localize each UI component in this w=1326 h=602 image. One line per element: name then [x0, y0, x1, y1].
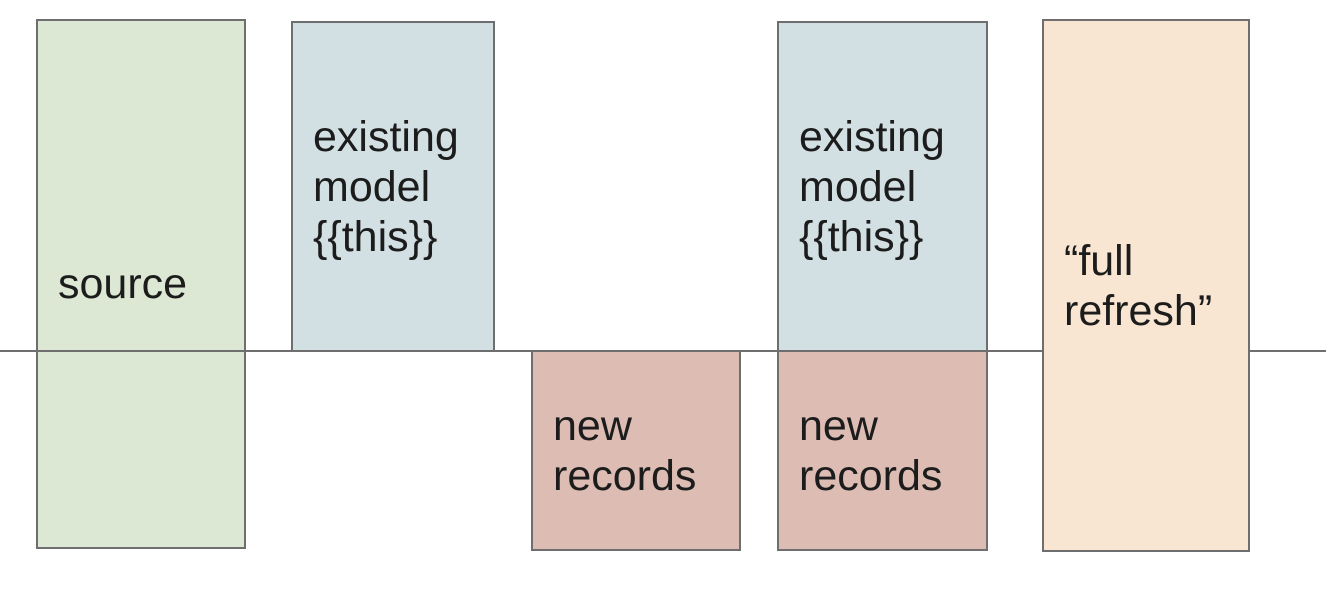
source-box-label: source — [58, 260, 188, 308]
existing-model-box-left-label: existing model {{this}} — [313, 112, 459, 261]
existing-model-box-right-label: existing model {{this}} — [799, 112, 945, 261]
full-refresh-box: “full refresh” — [1042, 19, 1250, 552]
full-refresh-box-label: “full refresh” — [1064, 236, 1213, 335]
new-records-box-left: new records — [531, 350, 741, 551]
new-records-box-left-label: new records — [553, 401, 697, 500]
new-records-box-right-label: new records — [799, 401, 943, 500]
existing-model-box-right: existing model {{this}} — [777, 21, 988, 352]
existing-model-box-left: existing model {{this}} — [291, 21, 495, 352]
new-records-box-right: new records — [777, 350, 988, 551]
source-box: source — [36, 19, 246, 549]
